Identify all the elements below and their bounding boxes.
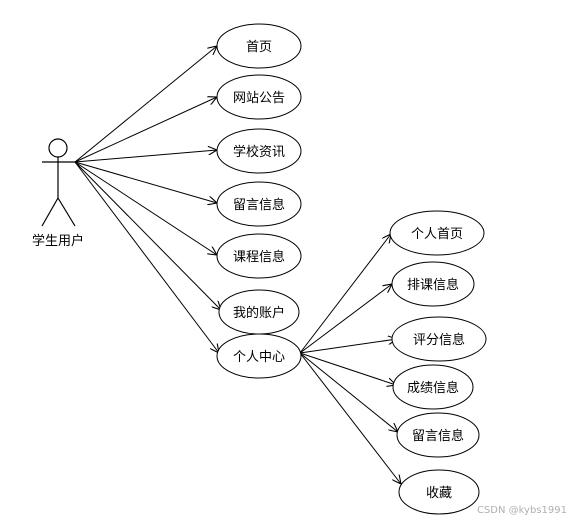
use-case-announcement[interactable]: 网站公告: [216, 74, 302, 120]
use-case-courses[interactable]: 课程信息: [216, 233, 302, 279]
assoc-home: [74, 46, 217, 163]
use-case-center-messages-label: 留言信息: [412, 428, 464, 444]
assoc-rating: [299, 339, 397, 354]
assoc-courses: [74, 161, 217, 255]
use-case-schedule[interactable]: 排课信息: [391, 261, 475, 307]
use-case-personal-home-ellipse: [389, 210, 485, 256]
use-case-messages-label: 留言信息: [233, 197, 285, 213]
assoc-announcement: [74, 97, 217, 163]
use-case-announcement-label: 网站公告: [233, 91, 285, 106]
use-case-home[interactable]: 首页: [216, 23, 302, 69]
actor-student: 学生用户: [32, 138, 84, 249]
use-case-announcement-ellipse: [216, 74, 302, 120]
use-case-schedule-label: 排课信息: [407, 277, 459, 293]
actor-label: 学生用户: [32, 233, 84, 249]
assoc-my-account: [74, 161, 221, 310]
use-case-my-account-label: 我的账户: [233, 305, 285, 321]
use-case-favorites[interactable]: 收藏: [398, 469, 480, 515]
assoc-grades: [299, 352, 396, 385]
use-case-center-messages[interactable]: 留言信息: [396, 412, 480, 458]
assoc-favorites: [299, 352, 401, 484]
use-case-personal-home[interactable]: 个人首页: [389, 210, 485, 256]
use-case-school-news-label: 学校资讯: [233, 144, 285, 160]
use-case-schedule-ellipse: [391, 261, 475, 307]
use-case-grades-label: 成绩信息: [407, 380, 459, 396]
assoc-schedule: [299, 284, 392, 354]
assoc-messages: [74, 161, 217, 203]
assoc-school-news: [74, 150, 217, 163]
use-case-school-news[interactable]: 学校资讯: [216, 128, 302, 174]
assoc-center-messages: [299, 352, 398, 432]
use-case-favorites-label: 收藏: [426, 486, 452, 501]
use-case-messages-ellipse: [216, 181, 302, 227]
use-case-rating[interactable]: 评分信息: [391, 316, 487, 362]
use-case-home-label: 首页: [246, 40, 272, 55]
use-case-courses-label: 课程信息: [233, 249, 285, 265]
use-case-personal-center[interactable]: 个人中心: [216, 333, 302, 379]
actor-associations: [74, 46, 221, 353]
use-case-home-ellipse: [216, 23, 302, 69]
actor-right-leg: [57, 197, 76, 227]
use-case-courses-ellipse: [216, 233, 302, 279]
use-case-personal-center-ellipse: [216, 333, 302, 379]
actor-left-leg: [41, 197, 59, 227]
watermark: CSDN @kybs1991: [476, 505, 567, 516]
actor-head: [48, 138, 68, 158]
use-case-personal-home-label: 个人首页: [411, 227, 463, 242]
use-case-rating-label: 评分信息: [413, 332, 465, 348]
center-associations: [299, 234, 401, 484]
use-case-center-messages-ellipse: [396, 412, 480, 458]
use-case-grades-ellipse: [392, 364, 474, 410]
use-case-my-account[interactable]: 我的账户: [218, 289, 300, 335]
use-case-personal-center-label: 个人中心: [233, 350, 285, 365]
use-case-rating-ellipse: [391, 316, 487, 362]
use-case-grades[interactable]: 成绩信息: [392, 364, 474, 410]
use-case-school-news-ellipse: [216, 128, 302, 174]
use-case-favorites-ellipse: [398, 469, 480, 515]
assoc-personal-home: [299, 234, 391, 354]
assoc-personal-center: [74, 161, 219, 353]
use-case-messages[interactable]: 留言信息: [216, 181, 302, 227]
